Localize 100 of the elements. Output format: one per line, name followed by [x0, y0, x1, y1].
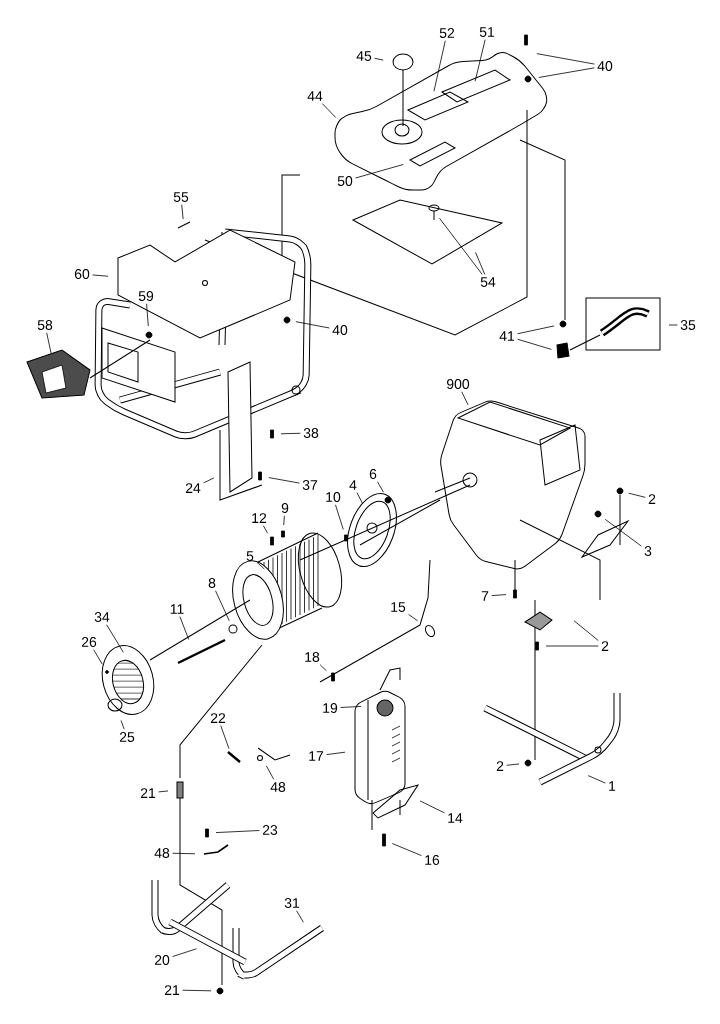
- leader-line: [335, 504, 344, 530]
- leader-line: [439, 217, 483, 275]
- callout-number: 55: [173, 192, 189, 202]
- leader-line: [628, 492, 646, 498]
- leader-line: [517, 325, 555, 335]
- callout-number: 48: [154, 848, 170, 858]
- callout-number: 7: [481, 591, 489, 601]
- callout-number: 40: [597, 61, 613, 71]
- leader-line: [538, 67, 595, 78]
- leader-line: [517, 338, 552, 350]
- callout-number: 9: [281, 503, 289, 513]
- callout-number: 19: [323, 703, 338, 713]
- callout-number: 48: [270, 782, 286, 792]
- callout-number: 35: [680, 320, 696, 330]
- leader-line: [374, 57, 384, 61]
- callout-number: 2: [648, 494, 656, 504]
- callout-number: 8: [208, 578, 216, 588]
- leader-line: [668, 324, 678, 326]
- callout-number: 54: [480, 277, 496, 287]
- callout-number: 4: [349, 480, 357, 490]
- callout-number: 900: [447, 379, 470, 389]
- callout-number: 50: [337, 176, 353, 186]
- callout-number: 34: [94, 612, 110, 622]
- leader-line: [356, 492, 364, 505]
- leader-line: [321, 103, 337, 118]
- callout-number: 40: [332, 325, 348, 335]
- leader-line: [283, 515, 285, 526]
- leader-line: [545, 645, 599, 647]
- callout-number: 5: [246, 551, 254, 561]
- leader-line: [326, 751, 346, 755]
- callout-number: 24: [185, 483, 201, 493]
- leader-line: [46, 332, 52, 354]
- leader-line: [355, 164, 404, 179]
- leader-line: [319, 664, 327, 672]
- callout-number: 3: [644, 546, 652, 556]
- callout-number: 22: [210, 713, 226, 723]
- callout-number: 31: [284, 898, 300, 908]
- leader-line: [172, 852, 196, 855]
- callout-number: 17: [309, 751, 324, 761]
- leader-line: [203, 477, 215, 484]
- callout-number: 60: [74, 269, 90, 279]
- callout-number: 59: [138, 291, 154, 301]
- callout-number: 11: [170, 604, 184, 614]
- callout-number: 21: [164, 985, 180, 995]
- leader-line: [179, 616, 190, 640]
- leader-line: [340, 706, 362, 708]
- leader-line: [158, 790, 169, 793]
- callout-number: 20: [154, 955, 170, 965]
- callout-number: 2: [496, 761, 504, 771]
- leader-line: [182, 989, 212, 992]
- callout-number: 37: [302, 480, 318, 490]
- callout-number: 45: [356, 51, 372, 61]
- leader-line: [295, 321, 330, 329]
- leader-line: [262, 525, 268, 534]
- leader-line: [475, 251, 486, 275]
- leader-line: [268, 477, 300, 484]
- leader-line: [265, 765, 275, 780]
- leader-line: [181, 204, 184, 220]
- leader-line: [391, 843, 422, 856]
- leader-line: [506, 763, 520, 766]
- leader-line: [408, 614, 419, 622]
- leader-line: [377, 481, 384, 493]
- leader-line: [106, 624, 124, 653]
- leader-line: [474, 39, 486, 82]
- leader-line: [536, 53, 595, 65]
- callout-number: 1: [609, 781, 616, 791]
- leader-line: [296, 910, 304, 923]
- callout-number: 14: [448, 813, 463, 823]
- callout-number: 2: [601, 641, 609, 651]
- leader-line: [92, 274, 109, 277]
- callout-number: 26: [81, 637, 97, 647]
- leader-line: [587, 775, 606, 784]
- callout-number: 52: [439, 28, 455, 38]
- callout-number: 15: [391, 602, 406, 612]
- leader-line: [433, 40, 446, 92]
- callout-number: 10: [326, 492, 341, 502]
- callout-number: 16: [425, 855, 440, 865]
- callout-number: 18: [305, 652, 320, 662]
- leader-line: [461, 391, 469, 406]
- leader-line: [215, 590, 230, 622]
- leader-line: [604, 518, 642, 547]
- callout-number: 21: [140, 788, 156, 798]
- callout-number: 25: [119, 732, 135, 742]
- leader-line: [120, 720, 125, 730]
- callout-number: 23: [262, 825, 278, 835]
- leader-line: [573, 620, 599, 641]
- leader-line: [419, 800, 445, 814]
- leader-line: [93, 649, 103, 665]
- leader-line: [215, 830, 260, 833]
- leader-line: [280, 432, 301, 435]
- leader-line: [146, 303, 149, 327]
- leader-line: [220, 725, 230, 749]
- callout-number: 58: [37, 320, 53, 330]
- callout-number: 6: [369, 469, 377, 479]
- leader-line: [491, 594, 507, 596]
- callout-number: 12: [252, 513, 267, 523]
- callout-number: 51: [479, 27, 495, 37]
- leader-line: [172, 948, 197, 957]
- leader-line: [256, 561, 265, 570]
- callout-number: 44: [307, 91, 323, 101]
